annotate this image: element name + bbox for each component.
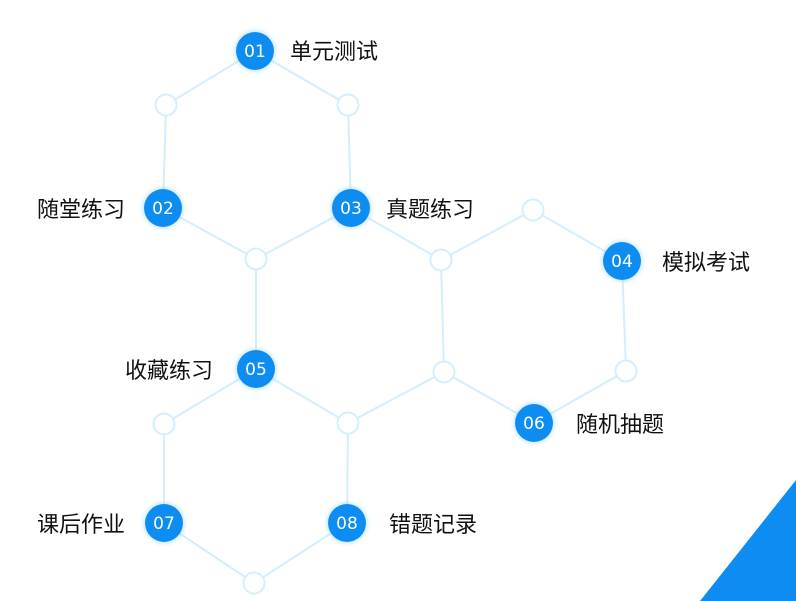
node-07-number: 07 bbox=[153, 514, 175, 534]
node-05-badge[interactable] bbox=[237, 350, 275, 388]
node-01-number: 01 bbox=[244, 42, 266, 62]
node-08[interactable]: 08 错题记录 bbox=[328, 504, 477, 542]
node-02-badge[interactable] bbox=[144, 189, 182, 227]
connector-line bbox=[347, 371, 445, 424]
junction-circle bbox=[242, 571, 266, 595]
junction-circle bbox=[429, 248, 453, 272]
corner-triangle bbox=[700, 480, 796, 601]
node-03-number: 03 bbox=[340, 199, 362, 219]
junction-circle bbox=[152, 412, 176, 436]
node-07-label[interactable]: 课后作业 bbox=[37, 513, 125, 538]
node-06-badge[interactable] bbox=[515, 404, 553, 442]
node-08-number: 08 bbox=[336, 514, 358, 534]
junction-circle bbox=[336, 411, 360, 435]
node-01[interactable]: 01 单元测试 bbox=[236, 32, 378, 70]
junction-circle bbox=[244, 247, 268, 271]
node-02-label[interactable]: 随堂练习 bbox=[37, 198, 125, 223]
node-08-badge[interactable] bbox=[328, 504, 366, 542]
node-01-label[interactable]: 单元测试 bbox=[290, 40, 378, 65]
node-01-badge[interactable] bbox=[236, 32, 274, 70]
junction-circles bbox=[152, 93, 638, 595]
junction-circle bbox=[336, 93, 360, 117]
node-03-label[interactable]: 真题练习 bbox=[386, 198, 474, 223]
connector-line bbox=[440, 259, 445, 373]
node-07-badge[interactable] bbox=[145, 504, 183, 542]
node-07[interactable]: 07 课后作业 bbox=[37, 504, 183, 542]
node-06[interactable]: 06 随机抽题 bbox=[515, 404, 664, 442]
node-04-label[interactable]: 模拟考试 bbox=[662, 251, 750, 276]
node-08-label[interactable]: 错题记录 bbox=[389, 513, 477, 538]
node-04[interactable]: 04 模拟考试 bbox=[603, 242, 750, 280]
connector-line bbox=[440, 209, 534, 261]
junction-circle bbox=[154, 93, 178, 117]
junction-circle bbox=[432, 360, 456, 384]
node-05-number: 05 bbox=[245, 360, 267, 380]
connector-lines bbox=[162, 50, 627, 584]
node-05[interactable]: 05 收藏练习 bbox=[125, 350, 275, 388]
node-04-badge[interactable] bbox=[603, 242, 641, 280]
node-05-label[interactable]: 收藏练习 bbox=[125, 359, 213, 384]
node-03-badge[interactable] bbox=[332, 189, 370, 227]
junction-circle bbox=[614, 359, 638, 383]
node-02[interactable]: 02 随堂练习 bbox=[37, 189, 182, 227]
node-06-number: 06 bbox=[523, 414, 545, 434]
node-04-number: 04 bbox=[611, 252, 633, 272]
node-02-number: 02 bbox=[152, 199, 174, 219]
node-06-label[interactable]: 随机抽题 bbox=[576, 413, 664, 438]
junction-circle bbox=[521, 198, 545, 222]
node-03[interactable]: 03 真题练习 bbox=[332, 189, 474, 227]
